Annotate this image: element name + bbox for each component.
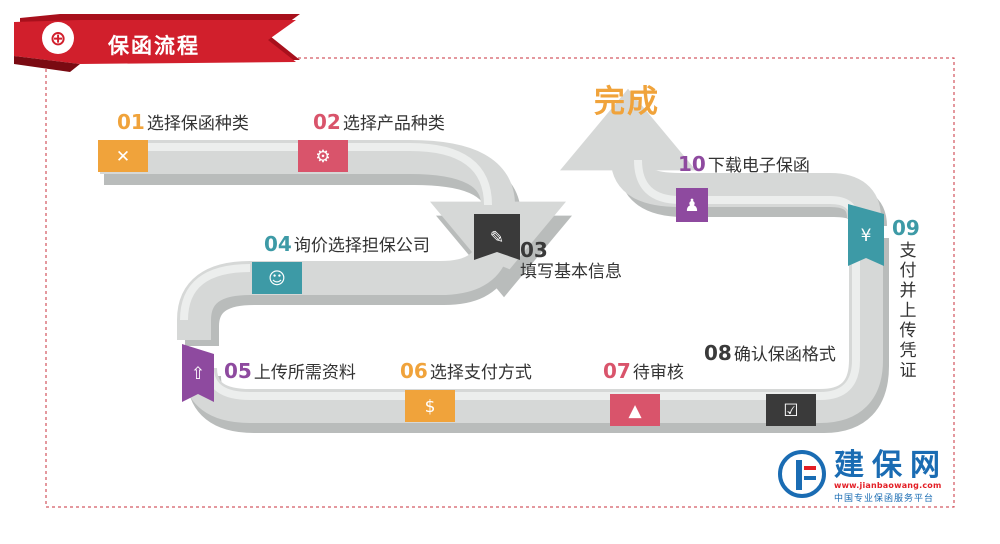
- step-01-text: 选择保函种类: [146, 114, 249, 134]
- finish-label: 完成: [594, 84, 660, 120]
- step-08-text: 确认保函格式: [733, 345, 836, 365]
- step-09-text: 支付并上传凭证: [899, 241, 917, 381]
- step-07-marker: ▲: [610, 394, 660, 426]
- step-03-marker: ✎: [474, 214, 520, 260]
- step-07-number: 07: [603, 359, 631, 383]
- step-04-text: 询价选择担保公司: [293, 236, 430, 256]
- checkbox-icon: ☑: [783, 401, 798, 421]
- step-04-marker: ☺: [252, 262, 302, 294]
- step-09-number: 09: [892, 216, 920, 240]
- payment-icon: $: [425, 397, 436, 417]
- step-02-text: 选择产品种类: [342, 114, 445, 134]
- upload-icon: ⇧: [191, 364, 205, 384]
- logo-glyph: ⊕: [49, 26, 67, 50]
- step-04-number: 04: [264, 232, 292, 256]
- brand-url: www.jianbaowang.com: [834, 481, 942, 490]
- step-08-number: 08: [704, 341, 732, 365]
- step-06-text: 选择支付方式: [429, 363, 532, 383]
- step-10-marker: ♟: [676, 188, 708, 222]
- handshake-icon: ✕: [116, 147, 130, 167]
- step-02-number: 02: [313, 110, 341, 134]
- step-05-marker: ⇧: [182, 344, 214, 402]
- step-06-marker: $: [405, 390, 455, 422]
- step-05-number: 05: [224, 359, 252, 383]
- step-10-text: 下载电子保函: [707, 156, 810, 176]
- step-08-marker: ☑: [766, 394, 816, 426]
- step-03-text: 填写基本信息: [520, 262, 622, 282]
- brand-name: 建保网: [834, 448, 948, 483]
- brand-logo-icon: [778, 450, 826, 498]
- step-09-marker: ¥: [848, 204, 884, 266]
- pen-icon: ✎: [490, 228, 504, 248]
- stamp-icon: ▲: [628, 401, 642, 421]
- step-07-text: 待审核: [632, 363, 684, 383]
- step-03-label: 03 填写基本信息: [520, 240, 622, 282]
- step-01-marker: ✕: [98, 140, 148, 172]
- person-icon: ♟: [684, 196, 699, 216]
- page-title: 保函流程: [108, 34, 200, 58]
- step-05-text: 上传所需资料: [253, 363, 356, 383]
- logo-badge: [42, 22, 74, 54]
- step-02-marker: ⚙: [298, 140, 348, 172]
- step-06-number: 06: [400, 359, 428, 383]
- step-10-number: 10: [678, 152, 706, 176]
- brand-tagline: 中国专业保函服务平台: [834, 494, 935, 504]
- step-01-number: 01: [117, 110, 145, 134]
- chat-icon: ☺: [268, 269, 286, 289]
- step-03-number: 03: [520, 238, 548, 262]
- header-banner: [14, 14, 300, 72]
- yen-hand-icon: ¥: [861, 226, 872, 246]
- gear-icon: ⚙: [315, 147, 330, 167]
- step-09-number-wrap: 09: [892, 218, 922, 240]
